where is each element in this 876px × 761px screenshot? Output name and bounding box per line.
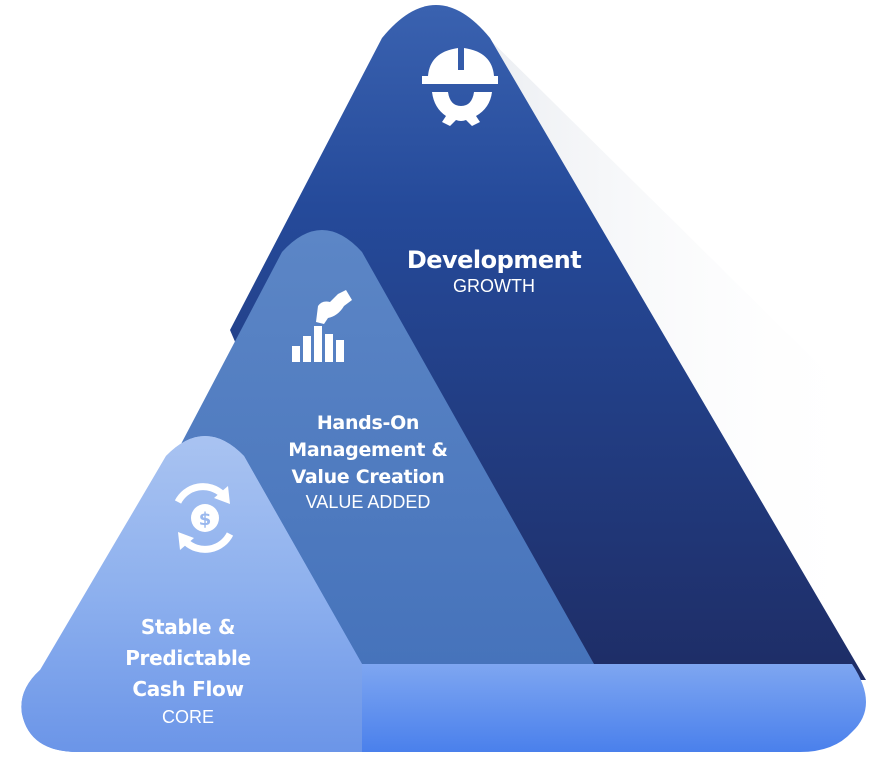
tier-value-added-label: Hands-On Management & Value Creation VAL… xyxy=(268,410,468,513)
tier-growth-title: Development xyxy=(406,246,582,274)
hand-bar-chart-icon xyxy=(292,290,352,362)
tier-value-added-title: Hands-On Management & Value Creation xyxy=(268,410,468,491)
dollar-cycle-icon: $ xyxy=(174,483,234,553)
tier-core-title-line: Stable & xyxy=(140,615,236,639)
tier-value-added-title-line: Management & xyxy=(288,439,448,461)
tier-core-subtitle: CORE xyxy=(161,707,214,727)
tier-core-label: Stable & Predictable Cash Flow CORE xyxy=(88,612,288,729)
tier-value-added-title-line: Value Creation xyxy=(291,466,445,488)
svg-text:$: $ xyxy=(199,509,212,530)
tier-core-title-line: Predictable xyxy=(125,646,251,670)
tier-core-lower-shape xyxy=(21,436,363,752)
hardhat-gear-icon xyxy=(422,48,498,126)
tier-core-title: Stable & Predictable Cash Flow xyxy=(88,612,288,705)
tier-value-added-title-line: Hands-On xyxy=(316,412,420,434)
tier-growth-subtitle: GROWTH xyxy=(453,276,535,296)
tier-value-added-subtitle: VALUE ADDED xyxy=(305,492,431,512)
tier-growth-label: Development GROWTH xyxy=(385,244,603,297)
tier-core-title-line: Cash Flow xyxy=(132,677,244,701)
